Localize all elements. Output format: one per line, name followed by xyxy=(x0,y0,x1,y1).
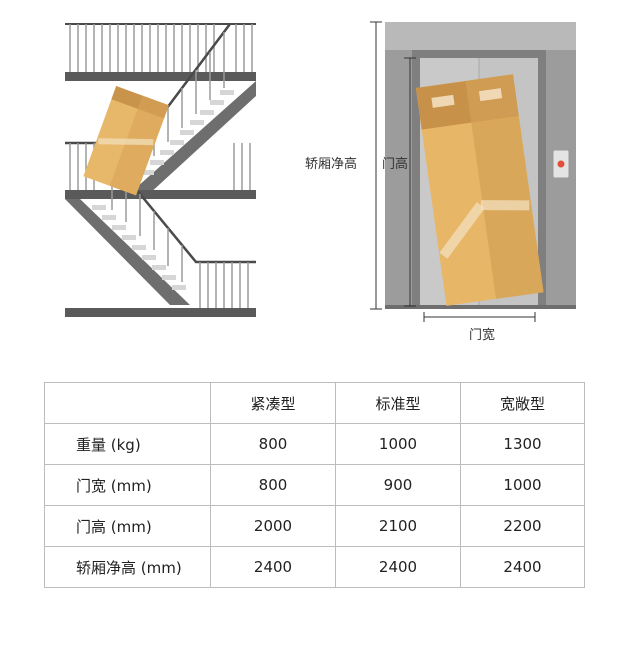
row-label: 重量 (kg) xyxy=(44,423,211,465)
table-cell: 2400 xyxy=(335,546,461,588)
door-width-label: 门宽 xyxy=(469,328,496,343)
table-cell: 1000 xyxy=(335,423,461,465)
table-row: 轿厢净高 (mm) 2400 2400 2400 xyxy=(44,546,585,588)
table-cell: 2000 xyxy=(210,505,336,547)
table-cell: 2400 xyxy=(210,546,336,588)
header-cell-spacious: 宽敞型 xyxy=(460,382,585,424)
box-on-stairs xyxy=(83,86,169,196)
table-cell: 900 xyxy=(335,464,461,506)
box-in-elevator xyxy=(415,74,544,306)
table-row: 门高 (mm) 2000 2100 2200 xyxy=(44,505,585,547)
table-cell: 1300 xyxy=(460,423,585,465)
spec-table: 紧凑型 标准型 宽敞型 重量 (kg) 800 1000 1300 门宽 (mm… xyxy=(44,382,585,588)
table-cell: 1000 xyxy=(460,464,585,506)
table-header-row: 紧凑型 标准型 宽敞型 xyxy=(44,382,585,424)
car-height-label: 轿厢净高 xyxy=(305,157,358,172)
header-cell-compact: 紧凑型 xyxy=(210,382,336,424)
table-row: 门宽 (mm) 800 900 1000 xyxy=(44,464,585,506)
header-cell-standard: 标准型 xyxy=(335,382,461,424)
staircase-illustration xyxy=(65,23,256,317)
row-label: 门宽 (mm) xyxy=(44,464,211,506)
table-row: 重量 (kg) 800 1000 1300 xyxy=(44,423,585,465)
door-height-label: 门高 xyxy=(382,157,409,172)
header-cell-empty xyxy=(44,382,211,424)
elevator-illustration xyxy=(370,21,576,322)
row-label: 门高 (mm) xyxy=(44,505,211,547)
illustration xyxy=(65,21,576,322)
table-cell: 800 xyxy=(210,464,336,506)
table-cell: 2100 xyxy=(335,505,461,547)
table-cell: 800 xyxy=(210,423,336,465)
row-label: 轿厢净高 (mm) xyxy=(44,546,211,588)
table-cell: 2400 xyxy=(460,546,585,588)
table-cell: 2200 xyxy=(460,505,585,547)
